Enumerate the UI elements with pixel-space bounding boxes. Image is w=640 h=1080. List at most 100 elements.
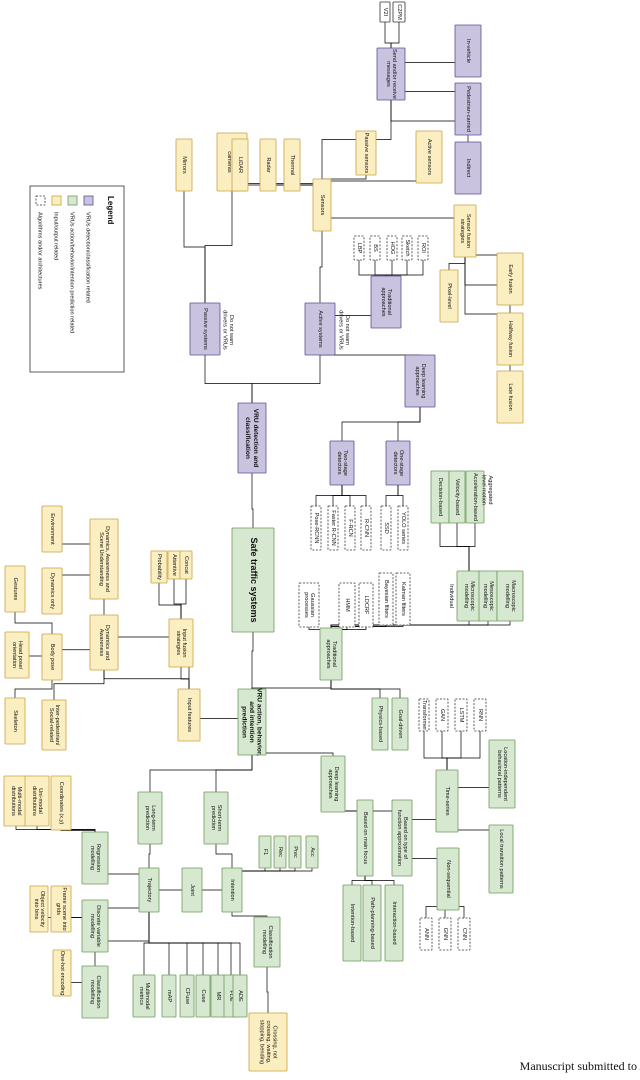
node-box (415, 130, 443, 184)
node-skeleton: Skeleton (4, 697, 26, 745)
node-gaussian: Gaussianprocesses (298, 582, 320, 628)
node-hog: HOG (386, 235, 398, 261)
node-box (231, 527, 275, 633)
node-path-planning: Path-planning-based (362, 884, 382, 962)
legend-item: Input/output related (51, 195, 62, 260)
node-label: ANN (423, 928, 429, 940)
node-label: VRU detection andclassification (244, 409, 259, 468)
note-note-active: Do not warndrivers or VRUs (337, 310, 350, 350)
node-label: Trajectory (146, 878, 152, 903)
node-box (181, 867, 203, 913)
page-footer: Manuscript submitted to A (519, 1059, 640, 1073)
node-label: Velocity-based (454, 479, 460, 515)
node-mirrors: Mirrors (175, 138, 193, 192)
node-label: Thermal (289, 155, 295, 176)
node-box (370, 275, 402, 329)
node-label: SSD (383, 522, 389, 534)
node-box (496, 252, 524, 306)
node-box (391, 697, 409, 751)
node-dyn-aware: Dynamics andAwareness (89, 614, 119, 671)
node-box (29, 885, 49, 933)
node-f-rcn: F-RCN (344, 505, 356, 551)
node-label: Interaction-based (391, 901, 397, 944)
node-yolo: YOLO series (397, 505, 409, 551)
note-note-macroscopic: Aggregatedlevel motion (480, 475, 493, 505)
node-multi-modal-dist: Multi-modaldistributions (3, 775, 29, 827)
node-label: MR (215, 992, 221, 1001)
diagram-nodes: Safe traffic systems VRU detection andcla… (3, 1, 524, 1072)
node-vru-action: VRU action, behavior,and intentionpredic… (237, 688, 267, 756)
node-pixel-level: Pixel-level (439, 269, 459, 323)
node-box (356, 799, 374, 877)
node-box (179, 550, 193, 580)
node-box (496, 570, 524, 622)
node-transformer: Transformer (418, 698, 430, 732)
node-label: Radar (265, 157, 271, 172)
node-box (203, 791, 229, 845)
node-label: Regressionmodelling (88, 844, 100, 872)
connector-sensors-to-sensor-fusion (321, 205, 466, 231)
node-label: Time-series (444, 786, 450, 815)
node-box (138, 867, 160, 913)
node-label: VRU action, behavior,and intentionpredic… (241, 688, 263, 756)
node-box (465, 470, 485, 524)
node-label: ROI (420, 243, 426, 253)
legend-swatch (35, 195, 46, 206)
legend-label: VRUs detection/classification related (85, 212, 91, 303)
node-thermal: Thermal (283, 138, 301, 192)
node-label: Prec (292, 846, 298, 858)
node-one-hot: One-hot encoding (52, 949, 72, 997)
node-box (329, 440, 355, 486)
node-label: Uni-modaldistributions (30, 786, 42, 816)
node-rec: Rec (273, 835, 287, 869)
node-label: Acc (309, 847, 315, 857)
node-box (319, 627, 343, 681)
node-box (448, 470, 466, 524)
node-local-transition: Local transition patterns (488, 824, 514, 894)
node-decision-based: Decision-based (430, 470, 450, 524)
node-label: Skeleton (12, 710, 18, 732)
node-main-focus: Based on main focus (356, 799, 374, 877)
node-passive-sensors: Passive sensors (355, 130, 377, 176)
node-box (50, 885, 72, 933)
node-label: Halfway fusion (507, 321, 513, 357)
node-body-pose: Body pose (41, 633, 63, 681)
node-box (4, 697, 26, 745)
node-intention-based: Intention-based (342, 884, 362, 962)
node-active-systems: Active systems (304, 302, 336, 356)
node-box (344, 505, 356, 551)
node-interaction-based: Interaction-based (384, 884, 404, 962)
legend-swatch (51, 195, 62, 206)
node-coordinates: Coordinates (x,y) (50, 775, 72, 831)
node-label: Body pose (49, 644, 55, 670)
node-dynamics-only: Dynamics only (41, 567, 63, 615)
node-label: Safe traffic systems (249, 537, 259, 622)
node-box (237, 688, 267, 756)
node-label: Microscopicmodelling (462, 581, 474, 611)
node-label: Multimodalmetrics (137, 982, 149, 1009)
node-environment: Environment (41, 505, 63, 553)
node-roi: ROI (417, 235, 429, 261)
legend-label: Input/output related (53, 212, 59, 260)
node-classification-modelling-int: Classificationmodelling (253, 916, 281, 968)
node-label: Mesoscopicmodelling (481, 581, 493, 611)
node-box (397, 505, 409, 551)
node-box (258, 835, 272, 869)
node-box (369, 235, 381, 261)
node-box (436, 847, 460, 911)
node-macroscopic: Macroscopicmodelling (496, 570, 524, 622)
node-object-velocity: Object velocityinto bins (29, 885, 49, 933)
node-box (496, 312, 524, 366)
node-regression-modelling: Regressionmodelling (81, 831, 109, 885)
node-box (417, 235, 429, 261)
node-label: Two-stagedetectors (335, 450, 347, 476)
connector-active-systems-to-sensors (319, 205, 323, 329)
node-box (221, 867, 243, 913)
node-label: LDCRF (363, 596, 369, 615)
node-box (41, 567, 63, 615)
legend-label: VRUs action/behavior/intention predictio… (69, 212, 75, 333)
node-acceleration-based: Acceleration-based (465, 470, 485, 524)
node-box (298, 582, 320, 628)
node-box (362, 884, 382, 962)
node-trajectory: Trajectory (138, 867, 160, 913)
